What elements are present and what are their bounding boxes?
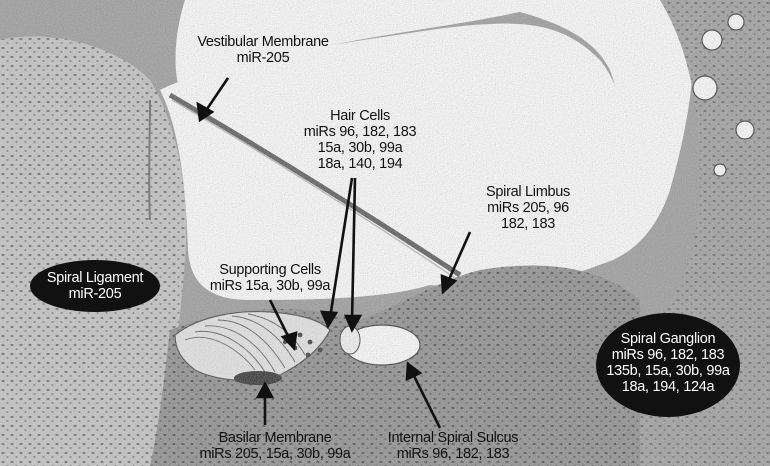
hair-cells-line-1: miRs 96, 182, 183 (290, 124, 430, 140)
internal-spiral-sulcus-mirs: miRs 96, 182, 183 (378, 446, 528, 462)
spiral-limbus-line-2: 182, 183 (468, 216, 588, 232)
label-basilar-membrane: Basilar Membrane miRs 205, 15a, 30b, 99a (190, 430, 360, 462)
spiral-ligament-mirs: miR-205 (30, 286, 160, 302)
label-spiral-ganglion: Spiral Ganglion miRs 96, 182, 183 135b, … (596, 331, 740, 395)
spiral-ganglion-line-2: 135b, 15a, 30b, 99a (596, 363, 740, 379)
basilar-membrane-mirs: miRs 205, 15a, 30b, 99a (190, 446, 360, 462)
vestibular-membrane-mirs: miR-205 (188, 50, 338, 66)
internal-spiral-sulcus-name: Internal Spiral Sulcus (378, 430, 528, 446)
spiral-ganglion-line-3: 18a, 194, 124a (596, 379, 740, 395)
spiral-ligament-name: Spiral Ligament (30, 270, 160, 286)
hair-cells-line-2: 15a, 30b, 99a (290, 140, 430, 156)
label-internal-spiral-sulcus: Internal Spiral Sulcus miRs 96, 182, 183 (378, 430, 528, 462)
vestibular-membrane-name: Vestibular Membrane (188, 34, 338, 50)
label-vestibular-membrane: Vestibular Membrane miR-205 (188, 34, 338, 66)
supporting-cells-mirs: miRs 15a, 30b, 99a (195, 278, 345, 294)
hair-cells-name: Hair Cells (290, 108, 430, 124)
spiral-ganglion-line-1: miRs 96, 182, 183 (596, 347, 740, 363)
basilar-membrane-name: Basilar Membrane (190, 430, 360, 446)
label-spiral-limbus: Spiral Limbus miRs 205, 96 182, 183 (468, 184, 588, 232)
label-supporting-cells: Supporting Cells miRs 15a, 30b, 99a (195, 262, 345, 294)
label-spiral-ligament: Spiral Ligament miR-205 (30, 270, 160, 302)
supporting-cells-name: Supporting Cells (195, 262, 345, 278)
spiral-limbus-name: Spiral Limbus (468, 184, 588, 200)
hair-cells-line-3: 18a, 140, 194 (290, 156, 430, 172)
spiral-limbus-line-1: miRs 205, 96 (468, 200, 588, 216)
label-hair-cells: Hair Cells miRs 96, 182, 183 15a, 30b, 9… (290, 108, 430, 172)
spiral-ganglion-name: Spiral Ganglion (596, 331, 740, 347)
